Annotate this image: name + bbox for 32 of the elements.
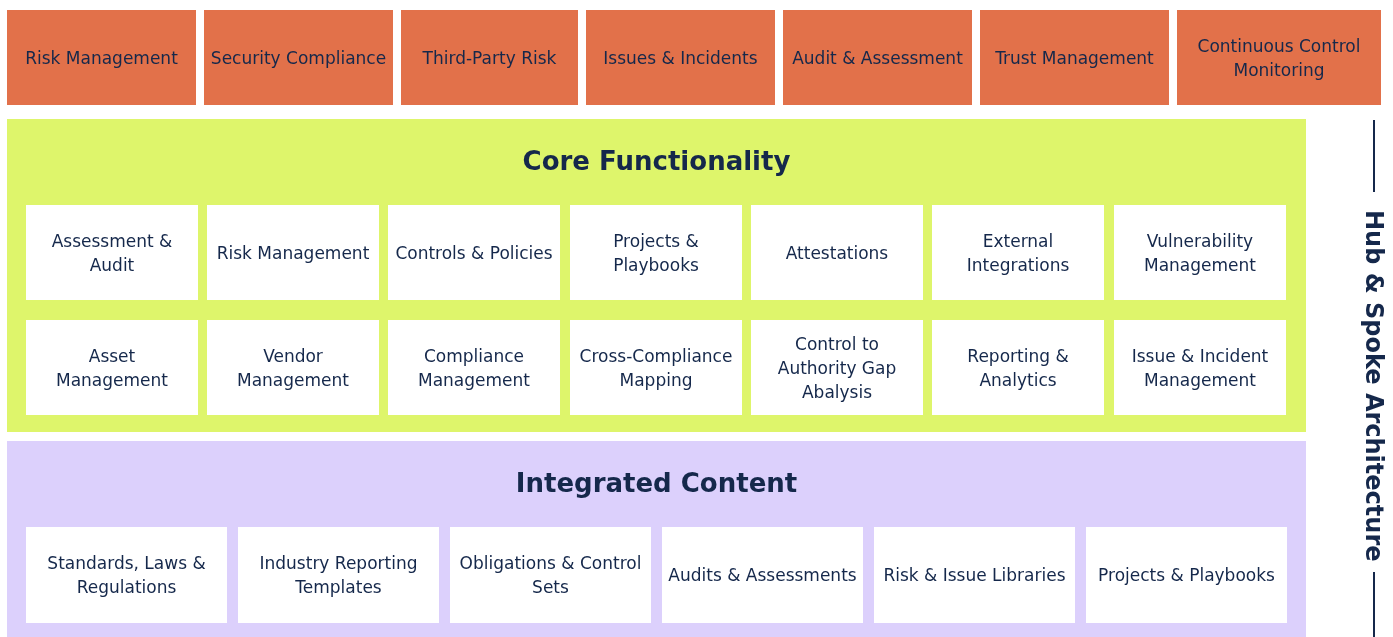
feature-box: Asset Management — [26, 320, 198, 415]
feature-box: Issue & Incident Management — [1114, 320, 1286, 415]
module-box: Issues & Incidents — [586, 10, 775, 105]
feature-box: External Integrations — [932, 205, 1104, 300]
module-box: Risk Management — [7, 10, 196, 105]
layer-heading: Core Functionality — [521, 145, 792, 177]
feature-box: Industry Reporting Templates — [238, 527, 439, 623]
feature-box: Compliance Management — [388, 320, 560, 415]
feature-box: Controls & Policies — [388, 205, 560, 300]
module-box: Trust Management — [980, 10, 1169, 105]
feature-box: Standards, Laws & Regulations — [26, 527, 227, 623]
layer-panel — [7, 119, 1306, 432]
side-label: Hub & Spoke Architecture — [1360, 210, 1388, 562]
module-box: Continuous Control Monitoring — [1177, 10, 1381, 105]
module-box: Third-Party Risk — [401, 10, 578, 105]
layer-panel — [7, 441, 1306, 637]
feature-box: Cross-Compliance Mapping — [570, 320, 742, 415]
feature-box: Vendor Management — [207, 320, 379, 415]
feature-box: Risk & Issue Libraries — [874, 527, 1075, 623]
feature-box: Vulnerability Management — [1114, 205, 1286, 300]
module-box: Security Compliance — [204, 10, 393, 105]
feature-box: Assessment & Audit — [26, 205, 198, 300]
feature-box: Control to Authority Gap Abalysis — [751, 320, 923, 415]
feature-box: Risk Management — [207, 205, 379, 300]
feature-box: Audits & Assessments — [662, 527, 863, 623]
layer-heading: Integrated Content — [514, 467, 799, 499]
feature-box: Projects & Playbooks — [1086, 527, 1287, 623]
feature-box: Attestations — [751, 205, 923, 300]
module-box: Audit & Assessment — [783, 10, 972, 105]
feature-box: Projects & Playbooks — [570, 205, 742, 300]
feature-box: Obligations & Control Sets — [450, 527, 651, 623]
feature-box: Reporting & Analytics — [932, 320, 1104, 415]
